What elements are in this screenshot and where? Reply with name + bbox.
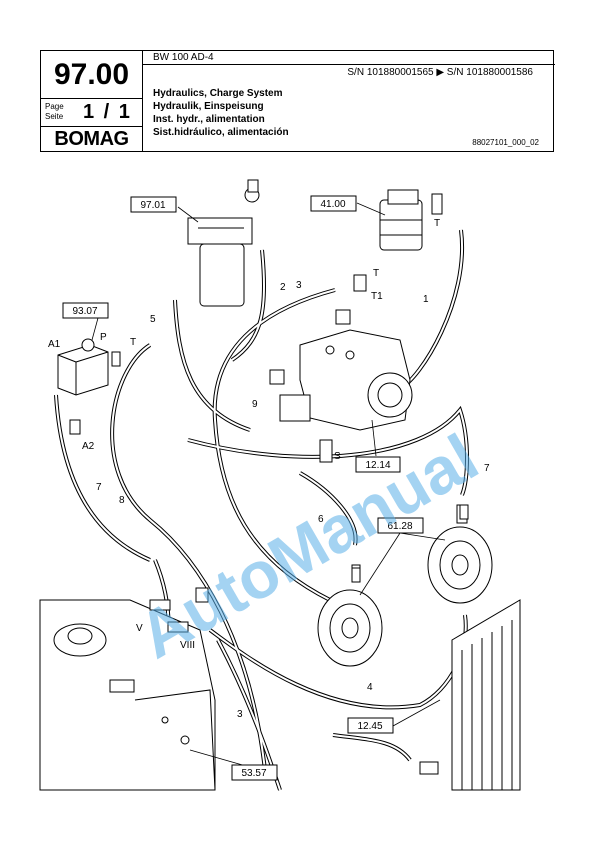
ref-61-28: 61.28 [387, 521, 412, 532]
label-port-t: T [373, 268, 379, 279]
travel-pump [279, 329, 413, 463]
title-en: Hydraulics, Charge System [153, 88, 283, 99]
label-port-p: P [100, 332, 107, 343]
label-port-t-valve: T [130, 337, 136, 348]
page-label-de: Seite [45, 112, 64, 121]
label-hose-3a: 3 [296, 280, 302, 291]
label-hose-5: 5 [150, 314, 156, 325]
drive-motor-2 [427, 504, 493, 604]
ref-12-14: 12.14 [365, 460, 390, 471]
page-value: 1 / 1 [83, 101, 132, 123]
label-hose-3b: 3 [237, 709, 243, 720]
oil-cooler [451, 599, 521, 791]
reference-texts: 97.01 41.00 93.07 12.14 61.28 12.45 53.5… [72, 199, 412, 779]
label-port-t1: T1 [371, 291, 383, 302]
ref-97-01: 97.01 [140, 200, 165, 211]
callout-labels: 1 2 3 3 4 5 6 7 7 8 9 T T T1 T P A1 A2 S… [48, 218, 490, 720]
label-hose-6: 6 [318, 514, 324, 525]
label-hose-4: 4 [367, 682, 373, 693]
brand-logo: BOMAG [41, 127, 143, 152]
label-port-a1: A1 [48, 339, 61, 350]
page-indicator: Page Seite 1 / 1 [41, 99, 143, 127]
page-label-en: Page [45, 102, 64, 111]
doc-number: 88027101_000_02 [472, 138, 539, 147]
ref-93-07: 93.07 [72, 306, 97, 317]
title-de: Hydraulik, Einspeisung [153, 101, 264, 112]
label-port-viii: VIII [180, 640, 195, 651]
title-es: Sist.hidráulico, alimentación [153, 127, 289, 138]
valve-block [57, 338, 109, 435]
title-list: Hydraulics, Charge System Hydraulik, Ein… [153, 87, 289, 139]
title-block: 97.00 Page Seite 1 / 1 BOMAG BW 100 AD-4… [40, 50, 555, 152]
drive-motor-1 [317, 564, 383, 667]
label-hose-9: 9 [252, 399, 258, 410]
fittings [111, 274, 469, 775]
hydraulic-tank [39, 599, 216, 791]
reference-boxes [62, 195, 424, 781]
label-port-v: V [136, 623, 143, 634]
label-hose-1: 1 [423, 294, 429, 305]
serial-range: S/N 101880001565 ▶ S/N 101880001586 [347, 67, 533, 78]
label-hose-2: 2 [280, 282, 286, 293]
charge-pump [379, 189, 443, 251]
ref-12-45: 12.45 [357, 721, 382, 732]
label-port-s: S [334, 451, 341, 462]
label-port-t-pump: T [434, 218, 440, 229]
ref-53-57: 53.57 [241, 768, 266, 779]
filter [187, 179, 260, 307]
label-hose-7b: 7 [96, 482, 102, 493]
label-port-a2: A2 [82, 441, 95, 452]
section-number: 97.00 [41, 51, 143, 99]
label-hose-7a: 7 [484, 463, 490, 474]
label-hose-8: 8 [119, 495, 125, 506]
model-name: BW 100 AD-4 [143, 51, 555, 65]
ref-41-00: 41.00 [320, 199, 345, 210]
title-fr: Inst. hydr., alimentation [153, 114, 265, 125]
